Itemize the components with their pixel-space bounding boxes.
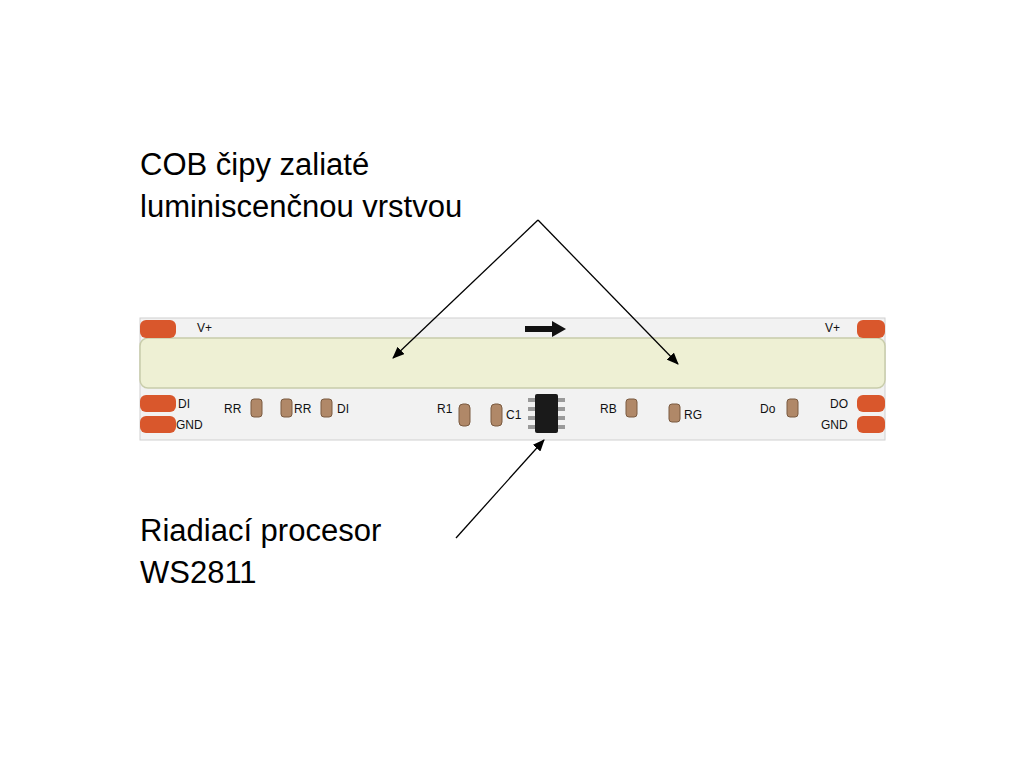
solder-pad — [140, 395, 176, 412]
cob-phosphor-band — [140, 338, 885, 388]
chip-pin — [528, 416, 536, 420]
chip-pin — [557, 407, 565, 411]
resistor-symbol — [787, 399, 798, 417]
signal-label: DI — [337, 403, 349, 415]
direction-arrow — [525, 321, 566, 337]
resistor-symbol — [321, 399, 332, 417]
resistor-symbol — [281, 399, 292, 417]
part-name: RB — [600, 403, 617, 415]
smd-components — [251, 399, 798, 426]
callout-text: COB čipy zaliaté luminiscenčnou vrstvou — [140, 144, 560, 228]
solder-pad — [857, 395, 885, 412]
part-name: RG — [684, 409, 702, 421]
callout-text: Riadiací procesor WS2811 — [140, 510, 470, 594]
part-name: C1 — [506, 409, 521, 421]
signal-label: DI — [178, 398, 190, 410]
part-name: RR — [224, 403, 241, 415]
chip-pin — [557, 425, 565, 429]
signal-label: Do — [760, 403, 775, 415]
pin-label: V+ — [825, 322, 840, 334]
part-name: RR — [294, 403, 311, 415]
resistor-symbol — [626, 399, 637, 417]
leader-lines — [393, 220, 678, 538]
chip-body — [535, 394, 558, 433]
part-name: R1 — [437, 403, 452, 415]
solder-pad — [140, 416, 176, 433]
solder-pad — [857, 416, 885, 433]
chip-pin — [528, 407, 536, 411]
resistor-symbol — [251, 399, 262, 417]
resistor-symbol — [669, 404, 680, 422]
pin-label: V+ — [197, 322, 212, 334]
solder-pad — [857, 320, 885, 338]
leader-line — [538, 220, 678, 364]
strip-pcb — [140, 318, 885, 440]
pin-label: GND — [821, 419, 848, 431]
chip-pin — [557, 398, 565, 402]
chip-pin — [557, 416, 565, 420]
leader-line — [456, 440, 544, 538]
ws2811-chip — [528, 394, 565, 433]
leader-line — [393, 220, 538, 358]
signal-label: DO — [830, 398, 848, 410]
pin-label: GND — [176, 419, 203, 431]
capacitor-symbol — [491, 404, 502, 426]
solder-pad — [140, 320, 176, 338]
chip-pin — [528, 398, 536, 402]
chip-pin — [528, 425, 536, 429]
resistor-symbol — [459, 404, 470, 426]
